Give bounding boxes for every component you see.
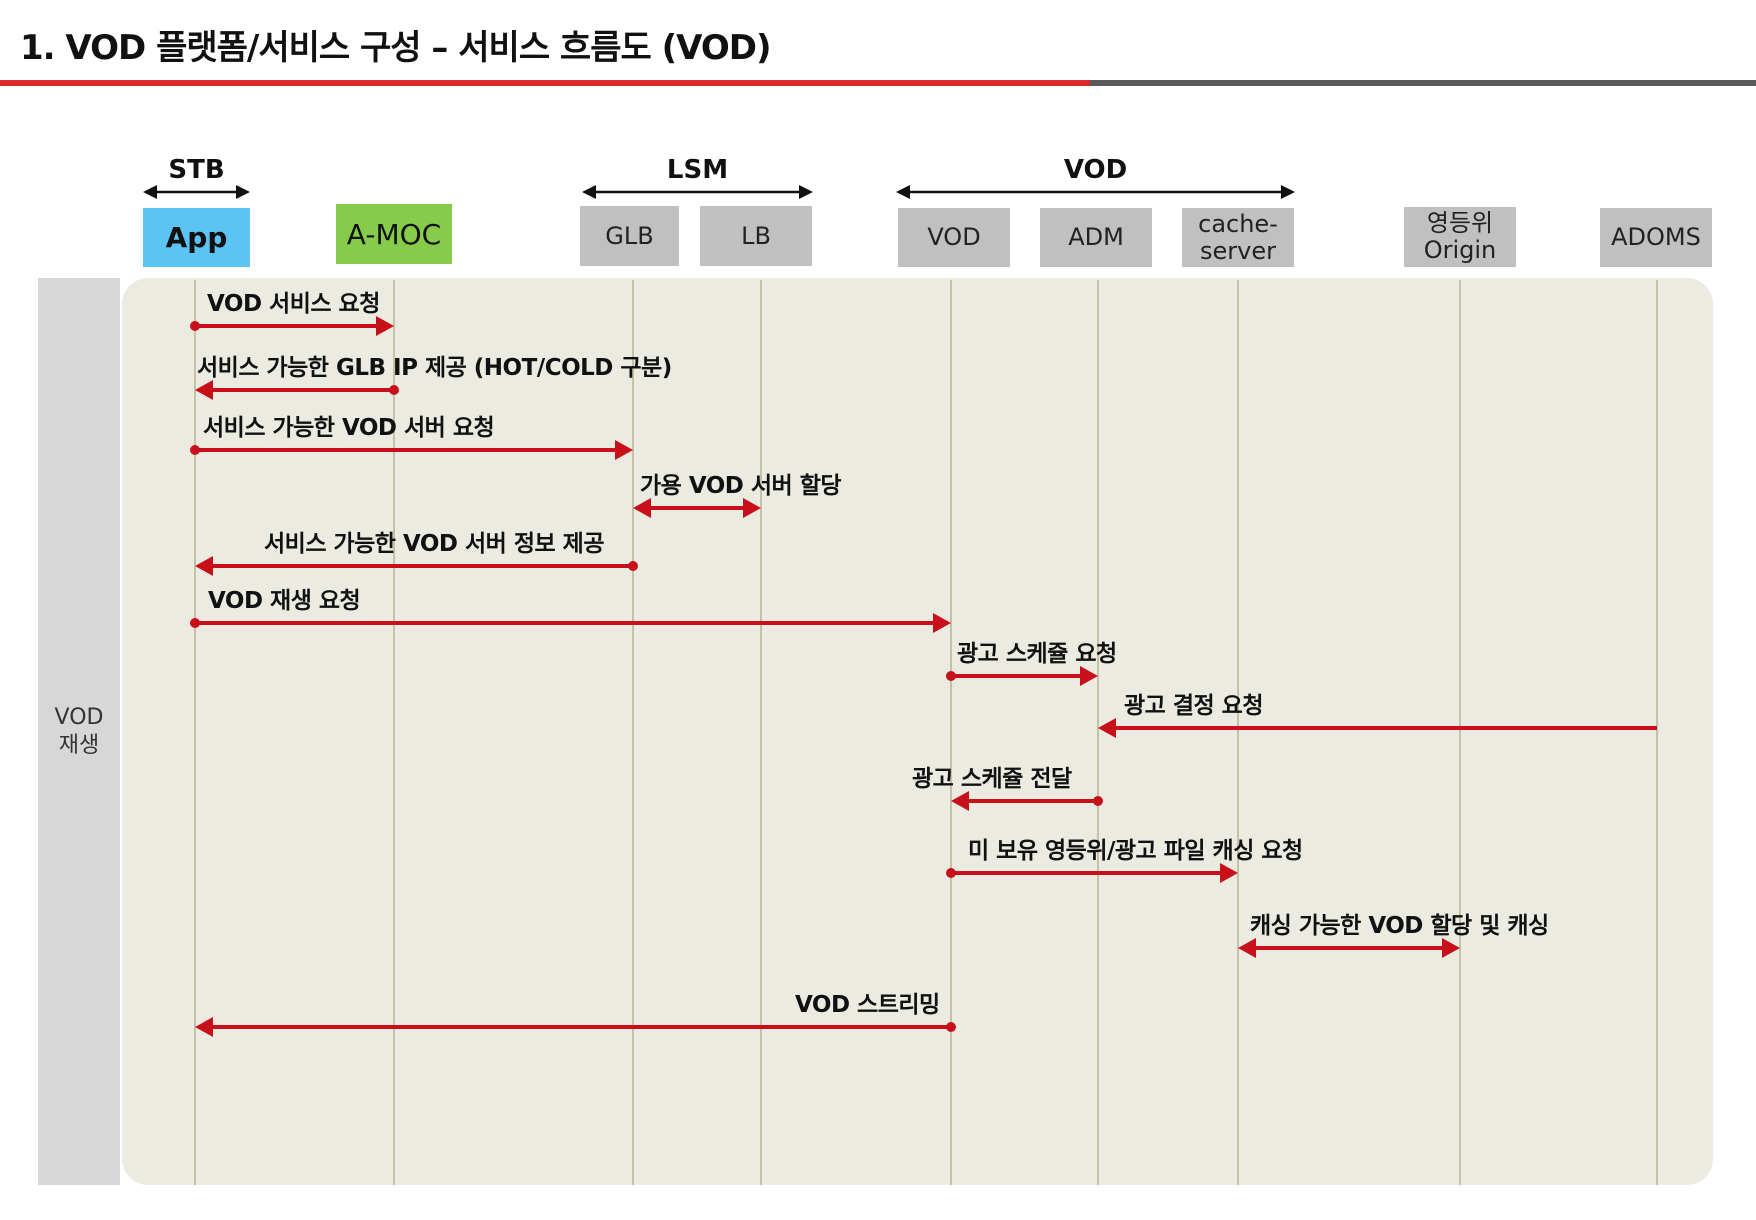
message-label: 캐싱 가능한 VOD 할당 및 캐싱	[1250, 913, 1549, 939]
message-label: 광고 결정 요청	[1124, 693, 1263, 719]
actor-box-glb: GLB	[580, 206, 679, 266]
message-label: 광고 스케쥴 전달	[912, 766, 1072, 792]
sequence-panel	[122, 278, 1713, 1185]
message-label: 미 보유 영등위/광고 파일 캐싱 요청	[968, 838, 1303, 864]
message-label: 광고 스케쥴 요청	[957, 641, 1117, 667]
message-arrow	[951, 791, 1103, 811]
actor-box-lb: LB	[700, 206, 812, 266]
actor-label: VOD	[927, 223, 981, 251]
title-underline-accent	[0, 80, 1090, 86]
group-span-arrow	[896, 185, 1295, 199]
message-arrow	[1098, 718, 1657, 738]
message-label: VOD 재생 요청	[208, 588, 361, 614]
group-span-arrow	[143, 185, 250, 199]
message-arrow	[633, 498, 761, 518]
actor-box-vod: VOD	[898, 208, 1010, 267]
actor-box-cache: cache-server	[1182, 208, 1294, 267]
group-span-arrow	[582, 185, 813, 199]
message-arrow	[946, 863, 1238, 883]
group-label-vod: VOD	[1063, 155, 1128, 185]
message-arrow	[195, 1017, 956, 1037]
message-arrow	[1238, 938, 1460, 958]
message-arrow	[195, 380, 399, 400]
actor-label: App	[165, 221, 228, 254]
actor-label: LB	[741, 221, 771, 250]
message-label: 가용 VOD 서버 할당	[640, 473, 842, 499]
message-label: 서비스 가능한 GLB IP 제공 (HOT/COLD 구분)	[197, 355, 672, 381]
message-arrow	[190, 440, 633, 460]
message-arrow	[190, 613, 951, 633]
actor-label: cache-server	[1198, 209, 1278, 265]
message-label: VOD 스트리밍	[795, 992, 940, 1018]
group-label-lsm: LSM	[666, 155, 729, 185]
actor-box-adoms: ADOMS	[1600, 208, 1712, 267]
message-arrow	[946, 666, 1098, 686]
group-label-stb: STB	[168, 155, 225, 185]
message-label: 서비스 가능한 VOD 서버 정보 제공	[264, 531, 605, 557]
actor-box-app: App	[143, 208, 250, 267]
actor-label: ADM	[1068, 223, 1124, 251]
message-label: 서비스 가능한 VOD 서버 요청	[203, 415, 495, 441]
actor-box-adm: ADM	[1040, 208, 1152, 267]
actor-box-amoc: A-MOC	[336, 204, 452, 264]
message-arrow	[195, 556, 638, 576]
message-label: VOD 서비스 요청	[207, 291, 380, 317]
actor-label: GLB	[605, 221, 654, 250]
message-arrow	[190, 316, 394, 336]
actor-label: ADOMS	[1611, 223, 1701, 251]
actor-label: A-MOC	[346, 217, 442, 251]
page-title: 1. VOD 플랫폼/서비스 구성 – 서비스 흐름도 (VOD)	[20, 28, 772, 68]
title-underline	[1090, 80, 1756, 86]
